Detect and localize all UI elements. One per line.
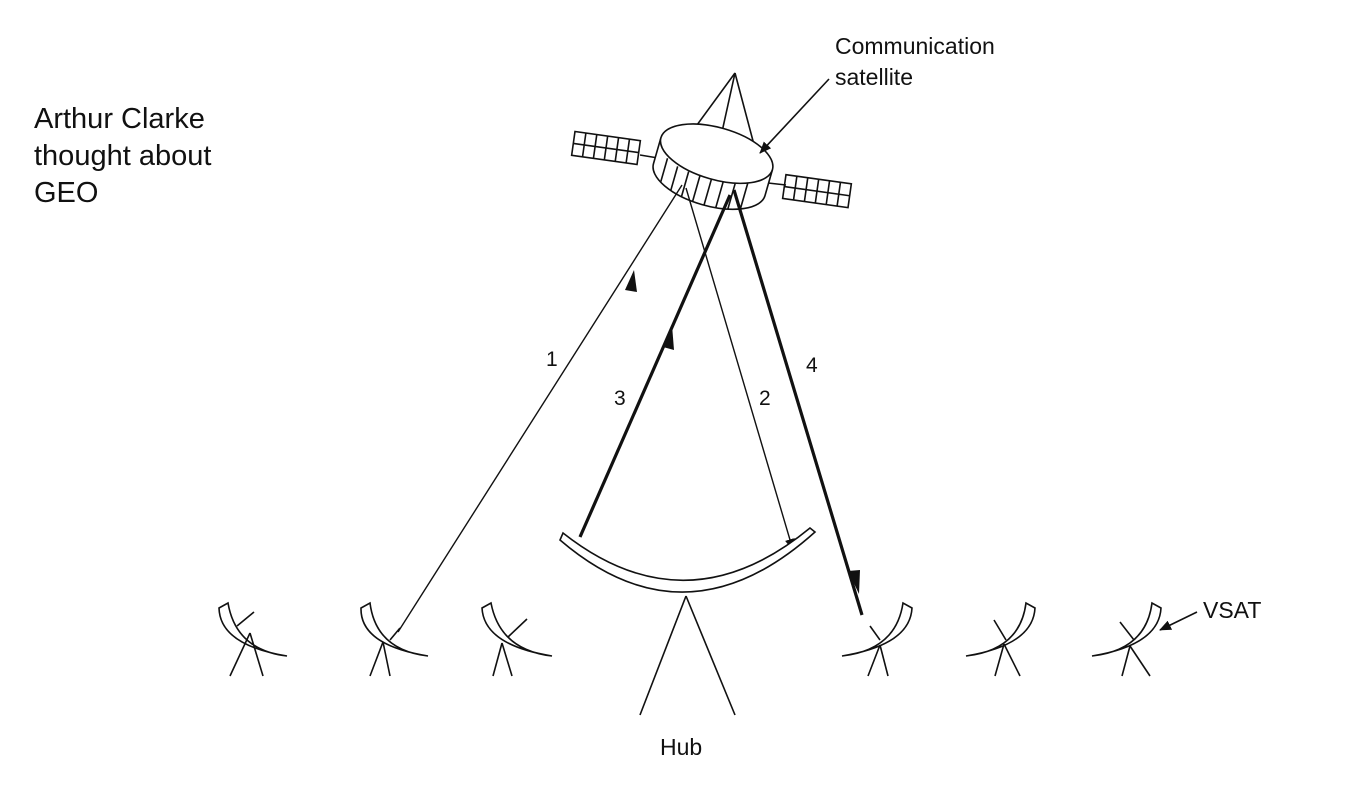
vsat-dish-icon [218,601,288,677]
link-1: 1 [397,184,683,633]
link-2-label: 2 [759,387,771,410]
link-4: 4 [732,189,864,616]
vsat-pointer [1159,611,1198,631]
hub-dish-icon [559,526,817,716]
vsat-label: VSAT [1203,597,1261,623]
caption: Arthur Clarke thought about GEO [34,101,211,212]
satellite-pointer [759,78,830,154]
caption-line-3: GEO [34,177,99,209]
link-4-label: 4 [806,354,818,377]
vsat-dish-icon [481,601,553,677]
caption-line-1: Arthur Clarke [34,103,205,135]
satellite-label-line-1: Communication [835,33,995,59]
vsat-dish-icon [1091,601,1162,677]
vsat-dish-icon [360,601,429,677]
link-3: 3 [578,194,732,538]
vsat-dish-icon [965,601,1036,677]
link-2: 2 [685,187,795,551]
hub-label: Hub [660,734,702,760]
link-1-label: 1 [546,348,558,371]
link-3-label: 3 [614,387,626,410]
vsat-dish-icon [841,601,913,677]
satellite-label-line-2: satellite [835,64,913,90]
caption-line-2: thought about [34,140,212,172]
satellite-icon [570,72,853,211]
